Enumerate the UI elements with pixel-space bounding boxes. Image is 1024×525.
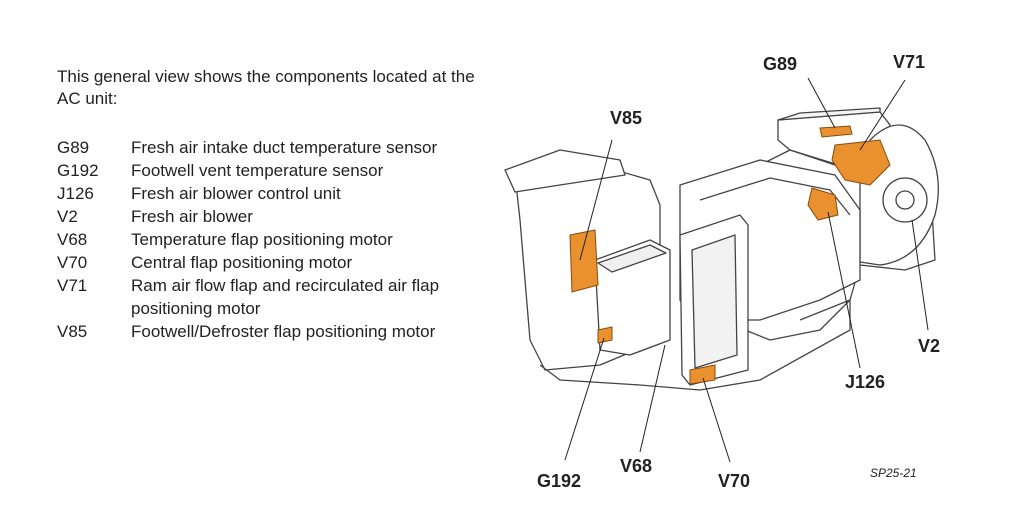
j126-leader (827, 211, 861, 369)
g89-sensor (819, 125, 853, 138)
v71-motor (831, 139, 891, 186)
callout-v71: V71 (893, 52, 925, 72)
callout-j126: J126 (845, 372, 885, 392)
legend-code: G89 (57, 138, 90, 157)
legend-row: V70 Central flap positioning motor (57, 251, 497, 274)
figure-reference: SP25-21 (870, 466, 917, 480)
v70-leader (702, 377, 731, 463)
front-outlet-rim (597, 244, 667, 273)
legend-description: Ram air flow flap and recirculated air f… (131, 276, 440, 318)
legend-row: J126 Fresh air blower control unit (57, 182, 497, 205)
legend-description: Temperature flap positioning motor (131, 230, 393, 249)
legend-row: G89 Fresh air intake duct temperature se… (57, 136, 497, 159)
legend-description: Fresh air intake duct temperature sensor (131, 138, 438, 157)
highlighted-components (569, 125, 891, 385)
panel-window (691, 234, 738, 369)
callout-v85: V85 (610, 108, 642, 128)
v68-leader (639, 344, 666, 453)
g89-leader (807, 77, 836, 129)
left-duct (504, 149, 626, 193)
callout-g89: G89 (763, 54, 797, 74)
legend-description: Central flap positioning motor (131, 253, 353, 272)
callout-v2: V2 (918, 336, 940, 356)
legend-code: V85 (57, 322, 88, 341)
legend-code: V70 (57, 253, 88, 272)
v70-motor (689, 364, 716, 385)
leader-lines (564, 77, 929, 463)
v2-leader (911, 219, 929, 331)
legend-description: Footwell/Defroster flap positioning moto… (131, 322, 436, 341)
legend-row: V85 Footwell/Defroster flap positioning … (57, 320, 497, 343)
legend-description: Footwell vent temperature sensor (131, 161, 384, 180)
legend-code: G192 (57, 161, 99, 180)
ac-unit-housing (504, 107, 939, 391)
callout-g192: G192 (537, 471, 581, 491)
legend-row: V2 Fresh air blower (57, 205, 497, 228)
legend-code: V68 (57, 230, 88, 249)
intro-text: This general view shows the components l… (57, 67, 475, 108)
v85-leader (579, 139, 613, 261)
center-housing-ridge (699, 177, 851, 216)
bottom-base (539, 299, 851, 391)
ac-unit-diagram: G89 V71 V85 V2 J126 G192 V68 V70 SP25-21 (504, 52, 940, 491)
legend-description: Fresh air blower control unit (131, 184, 341, 203)
g192-sensor (597, 326, 613, 344)
component-legend: G89 Fresh air intake duct temperature se… (57, 136, 497, 343)
legend-row: V68 Temperature flap positioning motor (57, 228, 497, 251)
v85-motor (569, 229, 599, 293)
g192-leader (564, 337, 605, 461)
blower-hub (895, 190, 915, 210)
legend-description: Fresh air blower (131, 207, 253, 226)
legend-row: G192 Footwell vent temperature sensor (57, 159, 497, 182)
callout-v70: V70 (718, 471, 750, 491)
legend-code: J126 (57, 184, 94, 203)
j126-unit (807, 187, 839, 221)
intake-box-top (777, 107, 881, 121)
v71-leader (859, 79, 906, 151)
legend-code: V2 (57, 207, 78, 226)
legend-row: V71 Ram air flow flap and recirculated a… (57, 274, 497, 320)
legend-code: V71 (57, 276, 88, 295)
callout-v68: V68 (620, 456, 652, 476)
